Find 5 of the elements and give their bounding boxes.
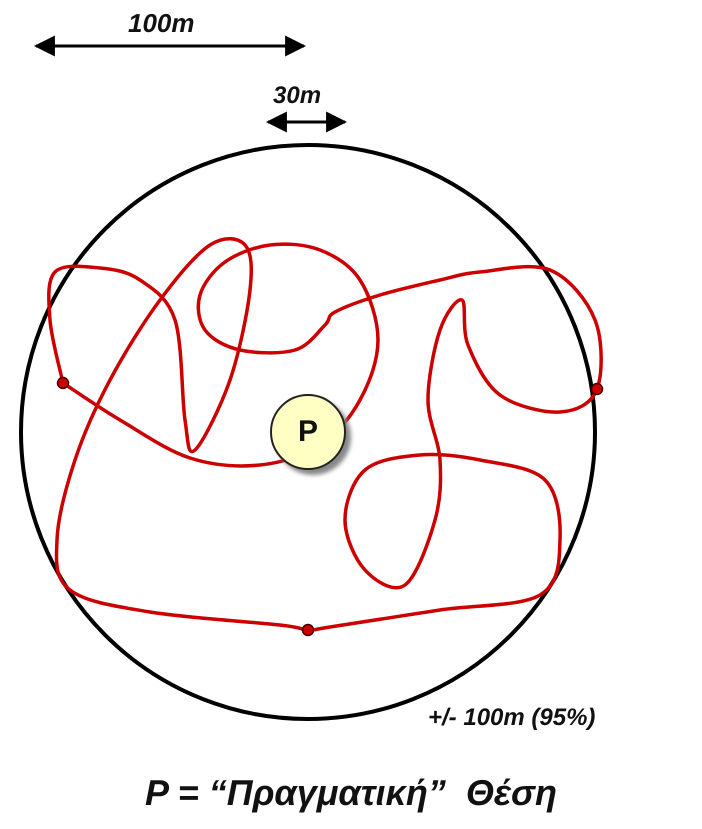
accuracy-note: +/- 100m (95%) — [428, 704, 596, 732]
dimension-label: 100m — [128, 8, 194, 39]
position-label: P — [298, 415, 318, 449]
dimension-label: 30m — [273, 82, 322, 110]
caption: P = “Πραγματική” Θέση — [144, 772, 558, 814]
